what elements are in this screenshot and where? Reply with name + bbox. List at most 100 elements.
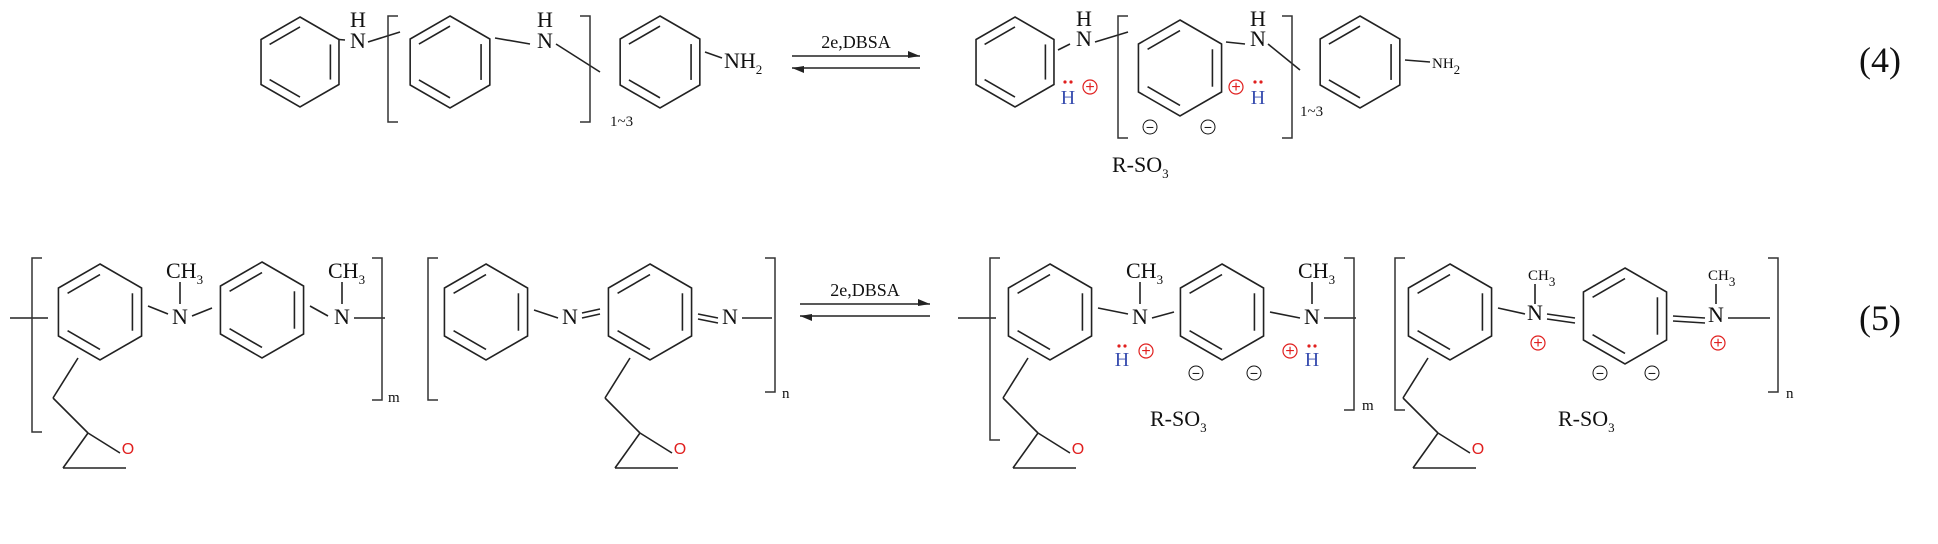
r5-right-ch3-2: CH3 (1298, 258, 1335, 287)
r4-right-plus2: + (1231, 79, 1240, 96)
r5-bond (581, 313, 601, 319)
r5-left-ring2-double-bond (229, 328, 263, 349)
r5-right-counterion1: R-SO3 (1150, 406, 1207, 435)
r5-left-n2: N (334, 304, 350, 329)
r5-right-epoxide1-chain (1002, 397, 1039, 434)
r4-right-n1: N (1076, 26, 1092, 51)
r4-right-minus1: − (1146, 119, 1154, 135)
r5-right-plus1-circle (1138, 343, 1154, 359)
r4-right-h2: H (1250, 6, 1266, 31)
r5-left-epoxide1-oxygen: O (122, 441, 134, 458)
r5-left-ring3 (443, 263, 529, 361)
r5-right-h1: H (1115, 349, 1129, 371)
r4-right-minus1-circle (1142, 119, 1158, 135)
r4-right-nh2-subscript: 2 (1454, 62, 1461, 77)
r5-right-counterion2-main: R-SO (1558, 406, 1608, 431)
r4-left-bracket-close (580, 15, 591, 123)
r5-right-ch3-1-main: CH (1126, 258, 1157, 283)
r5-left-ch3-2-main: CH (328, 258, 359, 283)
r5-right-minus2-circle (1246, 365, 1262, 381)
r5-bond (1269, 311, 1301, 319)
r4-equilibrium-reverse-arrowhead (792, 66, 804, 73)
r5-right-epoxide2-chain (1402, 397, 1439, 434)
r5-right-plus3-circle (1530, 335, 1546, 351)
r4-right-repeat-ring-double-bond (1147, 29, 1181, 50)
r5-equation-number: (5) (1859, 298, 1901, 338)
r5-right-counterion2-subscript: 3 (1608, 420, 1615, 435)
r5-right-n1: N (1132, 304, 1148, 329)
r4-right-lp1-dot (1063, 80, 1067, 84)
r4-right-lp1-dot (1069, 80, 1073, 84)
r4-right-repeat-index: 1~3 (1300, 104, 1323, 120)
r5-right-plus3: + (1533, 335, 1542, 352)
r4-left-phenyl-double-bond (269, 78, 301, 98)
r5-double-bond (581, 308, 601, 314)
r5-right-bracket-n-close (1768, 257, 1779, 393)
r5-bond (1151, 311, 1175, 319)
r5-right-ch3-4-main: CH (1708, 268, 1729, 284)
r5-right-ch3-1: CH3 (1126, 258, 1163, 287)
r4-bond (367, 31, 401, 43)
r4-right-bracket-close (1282, 15, 1293, 139)
r4-bond (555, 43, 601, 73)
r5-left-n4: N (722, 304, 738, 329)
r4-bond (1225, 41, 1246, 45)
r4-right-counterion-main: R-SO (1112, 152, 1162, 177)
r5-right-ch3-4: CH3 (1708, 268, 1735, 289)
r5-right-ring1 (1007, 263, 1093, 361)
r5-left-ring2-double-bond (229, 271, 263, 292)
r5-right-lp1-dot (1117, 344, 1121, 348)
r5-right-ch3-3: CH3 (1528, 268, 1555, 289)
r5-left-quinoid-ring-double-bond (617, 273, 651, 294)
r5-bond (1097, 307, 1129, 315)
r4-left-phenyl-double-bond (269, 26, 301, 46)
r5-right-n4: N (1708, 302, 1724, 327)
r4-right-phenyl-double-bond (984, 26, 1016, 46)
r4-right-repeat-ring (1137, 19, 1223, 117)
r4-right-plus1: + (1085, 79, 1094, 96)
r5-bond (191, 307, 213, 317)
r4-left-h2: H (537, 7, 553, 32)
r4-bond (1404, 59, 1431, 63)
r5-left-ch3-2: CH3 (328, 258, 365, 287)
r5-right-quinoid-ring (1582, 267, 1668, 365)
r4-right-aniline-ring-double-bond (1328, 25, 1361, 45)
r5-right-quinoid-ring-double-bond (1592, 277, 1626, 298)
r5-bond (1546, 313, 1576, 319)
r5-right-bracket-n-open (1394, 257, 1405, 411)
r5-right-ch3-3-main: CH (1528, 268, 1549, 284)
r4-right-nh2-main: NH (1432, 56, 1454, 72)
r5-right-epoxide2-chain (1402, 357, 1429, 399)
r5-left-bracket-m-open (31, 257, 42, 433)
r4-right-plus2-circle (1228, 79, 1244, 95)
r4-right-plus1-circle (1082, 79, 1098, 95)
r5-right-ring2-double-bond (1189, 273, 1223, 294)
r4-left-repeat-index: 1~3 (610, 114, 633, 130)
r5-left-epoxide1-chain (52, 357, 79, 399)
r5-left-epoxide1-epoxide-ring (87, 432, 121, 454)
r4-right-aniline-ring-double-bond (1328, 79, 1361, 99)
r5-equilibrium-condition: 2e,DBSA (830, 280, 900, 300)
r5-right-minus2: − (1250, 365, 1258, 381)
r5-left-epoxide2-oxygen: O (674, 441, 686, 458)
r4-left-nh2-subscript: 2 (756, 62, 763, 77)
r5-right-plus2: + (1285, 343, 1294, 360)
r5-right-ring1-double-bond (1017, 273, 1051, 294)
r4-right-repeat-ring-double-bond (1147, 86, 1181, 107)
r5-right-ring3-double-bond (1417, 273, 1451, 294)
r5-left-epoxide1-chain (52, 397, 89, 434)
r4-right-phenyl-double-bond (984, 78, 1016, 98)
r5-left-ch3-2-subscript: 3 (359, 272, 366, 287)
r5-right-ch3-4-subscript: 3 (1729, 274, 1736, 289)
r4-left-h1: H (350, 7, 366, 32)
r5-right-h2: H (1305, 349, 1319, 371)
r5-right-bracket-m-open (989, 257, 1000, 441)
r5-left-n-index: n (782, 386, 790, 402)
r5-left-ring2 (219, 261, 305, 359)
r4-equation-number: (4) (1859, 40, 1901, 80)
r5-right-minus3-circle (1592, 365, 1608, 381)
r5-left-bracket-n-close (765, 257, 776, 393)
r5-left-ch3-1-subscript: 3 (197, 272, 204, 287)
r4-left-repeat-ring-double-bond (418, 25, 451, 45)
